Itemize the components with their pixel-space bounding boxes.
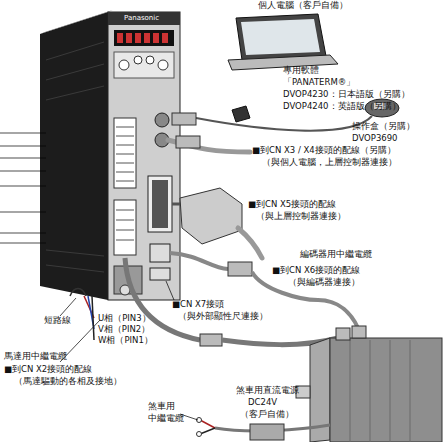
short-wire: [70, 289, 86, 297]
voltage-label: DC24V: [248, 398, 277, 408]
wiring-label: ■到CN X6接頭的配線: [272, 266, 360, 276]
floppy-disk: [232, 106, 250, 122]
round-plug: [172, 113, 196, 125]
motor-plug: [200, 334, 222, 346]
x3-port: [155, 113, 169, 127]
motor-encoder-plug: [352, 326, 366, 338]
x5-pins: [152, 180, 168, 228]
part-number: DVOP3690: [352, 134, 398, 144]
wiring-note: （與個人電腦，上層控制器連接）: [262, 158, 397, 168]
brand-name: Panasonic: [124, 14, 159, 22]
wiring-label: ■到CN X3 / X4接頭的配線（另購）: [252, 146, 396, 156]
motor-power-plug: [336, 328, 350, 340]
pin-label: W相（PIN1）: [98, 336, 153, 346]
vent-lines: [46, 42, 104, 272]
x5-connector: [180, 188, 242, 244]
dc-power-supply: [250, 424, 284, 440]
wiring-note: （馬達驅動的各相及接地）: [14, 377, 122, 387]
software-label: 專用軟體: [283, 66, 319, 76]
pin-label: U相（PIN3）: [98, 314, 151, 324]
connector-note: （與外部顯性尺連接）: [178, 312, 268, 322]
drive-top: [40, 10, 113, 34]
x2-terminal: [114, 200, 136, 255]
cable-label: 中繼電纜: [148, 414, 184, 424]
display: [114, 30, 174, 46]
power-note: （客戶自備）: [240, 410, 294, 420]
x6-port: [150, 244, 170, 262]
encoder-plug: [228, 262, 252, 276]
connector-label: ■CN X7接頭: [172, 300, 224, 310]
software-name: 「PANATERM®」: [283, 78, 355, 88]
brand-band: [108, 12, 180, 25]
cable-label: 編碼器用中繼電纜: [300, 250, 372, 260]
part-label: 短路線: [44, 316, 71, 326]
operation-cable: [196, 116, 372, 131]
x1-terminal: [114, 118, 136, 188]
x5-port: [148, 176, 172, 232]
drive-side: [40, 12, 108, 300]
motor-body: [330, 338, 442, 442]
motor-fins: [350, 340, 410, 442]
display-digits: [117, 33, 168, 43]
wiring-note: （與上層控制器連接）: [256, 212, 346, 222]
brake-lead: [200, 428, 215, 434]
cable-label: 煞車用: [148, 402, 175, 412]
power-label: 煞車用直流電源: [236, 386, 299, 396]
wiring-label: ■到CN X5接頭的配線: [248, 200, 336, 210]
cable-label: 馬達用中繼電纜: [4, 352, 67, 362]
keypad-buttons: [119, 56, 168, 70]
x5-cable: [238, 228, 262, 258]
terminal-lines: [116, 210, 134, 240]
keypad: [114, 52, 174, 78]
terminal-lines: [116, 127, 134, 181]
caption-label: 個人電腦（客戶自備）: [258, 1, 348, 11]
wiring-note: （與編碼器連接）: [288, 278, 360, 288]
leader-lines: [0, 133, 174, 362]
pin-label: V相（PIN2）: [98, 325, 150, 335]
part-label: 操作盒（另購）: [352, 122, 415, 132]
x7-port: [150, 268, 170, 280]
brake-lead: [200, 420, 215, 428]
round-plug: [176, 136, 200, 148]
lead-end: [197, 432, 202, 437]
laptop-screen: [236, 14, 326, 60]
encoder-cable: [170, 253, 228, 269]
part-number: DVOP4230：日本語版（另購）: [283, 90, 410, 100]
wiring-label: ■到CN X2接頭的配線: [4, 365, 92, 375]
laptop-display: [241, 19, 320, 55]
part-number: DVOP4240：英語版（另購）: [283, 102, 401, 112]
drive-front: [108, 12, 180, 300]
phase-wires: [84, 296, 94, 340]
